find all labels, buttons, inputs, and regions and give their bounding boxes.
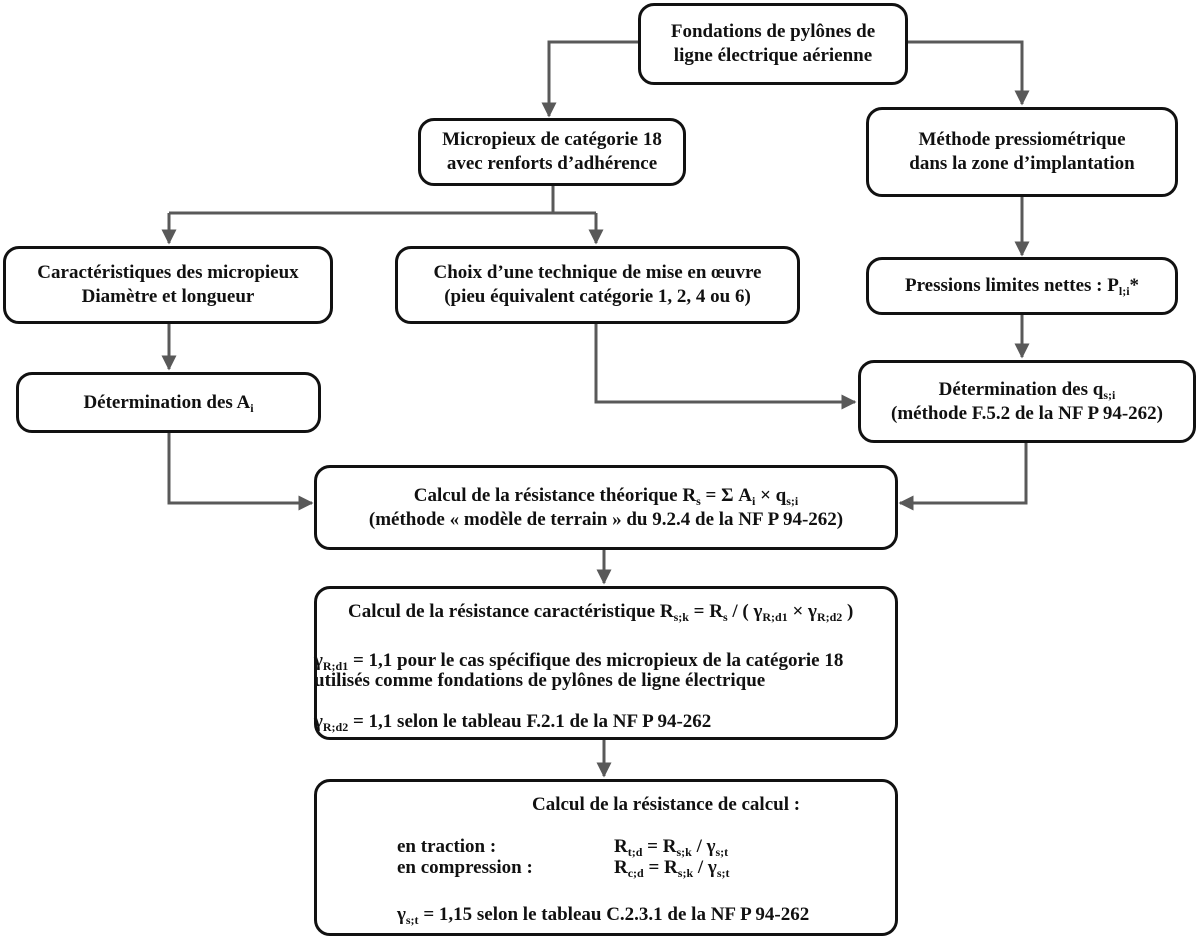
cc-rs-sub: s [722, 610, 728, 624]
ccl-t-div: / γ [691, 836, 716, 857]
node-methode-line-1: Méthode pressiométrique [918, 129, 1126, 150]
ccl-compression-eq: Rc;d = Rs;k / γs;t [614, 856, 729, 880]
node-methode: Méthode pressiométrique dans la zone d’i… [866, 107, 1178, 197]
node-calcul-caracteristique: Calcul de la résistance caractéristique … [314, 586, 898, 740]
cc-gamma2-sub: R;d2 [322, 720, 349, 734]
ct-q-sub: s;i [786, 493, 799, 508]
cc-title: Calcul de la résistance caractéristique … [348, 600, 853, 624]
node-pressions-line: Pressions limites nettes : Pl;i* [905, 274, 1139, 298]
node-calcul-theorique: Calcul de la résistance théorique Rs = Σ… [314, 465, 898, 550]
ccl-c-rsk-sub: s;k [677, 866, 694, 880]
ct-times: × q [755, 484, 787, 506]
node-calcul-theorique-line-1: Calcul de la résistance théorique Rs = Σ… [414, 484, 798, 508]
node-micropieux-line-2: avec renforts d’adhérence [446, 153, 658, 174]
arrow-root-to-methode [906, 40, 1030, 106]
determination-a-text: Détermination des A [83, 391, 251, 413]
cc-div: / ( γ [727, 601, 763, 622]
node-caracteristiques: Caractéristiques des micropieux Diamètre… [3, 246, 333, 324]
node-choix-line-1: Choix d’une technique de mise en œuvre [433, 262, 762, 283]
pressions-suffix: * [1129, 275, 1140, 296]
determination-a-sub: i [250, 400, 254, 415]
node-determination-q-line-2: (méthode F.5.2 de la NF P 94-262) [891, 402, 1163, 424]
ccl-t-r: R [614, 836, 628, 857]
node-methode-line-2: dans la zone d’implantation [909, 153, 1135, 174]
cc-gamma1-sym: γ [314, 650, 323, 671]
node-determination-q: Détermination des qs;i (méthode F.5.2 de… [858, 360, 1196, 443]
determination-q-text: Détermination des q [938, 378, 1104, 400]
ccl-c-div: / γ [693, 857, 717, 878]
cc-times: × γ [787, 601, 817, 622]
node-micropieux: Micropieux de catégorie 18 avec renforts… [418, 118, 686, 186]
cc-gamma1-text: = 1,1 pour le cas spécifique des micropi… [348, 650, 844, 671]
determination-q-sub: s;i [1103, 387, 1116, 402]
cc-gamma1: γR;d1 = 1,1 pour le cas spécifique des m… [314, 649, 843, 673]
ct-a-sub: i [751, 493, 756, 508]
node-root-line-2: ligne électrique aérienne [673, 45, 873, 66]
arrow-choix-to-determination-q [594, 324, 857, 410]
ccl-c-eq: = R [643, 857, 678, 878]
cc-g1-sub: R;d1 [762, 610, 788, 624]
ccl-compression-label: en compression : [397, 857, 533, 878]
ccl-gamma: γs;t = 1,15 selon le tableau C.2.3.1 de … [397, 903, 809, 927]
ccl-t-eq: = R [642, 836, 677, 857]
arrow-root-to-micropieux [541, 40, 640, 118]
node-calcul-theorique-line-2: (méthode « modèle de terrain » du 9.2.4 … [368, 508, 844, 530]
ccl-gamma-sub: s;t [405, 913, 419, 927]
cc-gamma2-text: = 1,1 selon le tableau F.2.1 de la NF P … [348, 711, 712, 732]
ccl-gamma-text: = 1,15 selon le tableau C.2.3.1 de la NF… [418, 904, 810, 925]
arrow-determination-a-to-calcul [167, 433, 314, 511]
node-determination-q-line-1: Détermination des qs;i [939, 378, 1116, 402]
node-determination-a-line: Détermination des Ai [83, 391, 253, 415]
node-pressions: Pressions limites nettes : Pl;i* [866, 257, 1178, 315]
ccl-t-g-sub: s;t [715, 845, 729, 859]
pressions-sub: l;i [1118, 284, 1130, 298]
arrow-to-caracteristiques [169, 211, 596, 243]
node-caracteristiques-line-1: Caractéristiques des micropieux [37, 262, 299, 283]
ccl-t-rsk-sub: s;k [676, 845, 692, 859]
ccl-c-r: R [614, 857, 628, 878]
ccl-c-g-sub: s;t [716, 866, 730, 880]
cc-eq: = R [688, 601, 723, 622]
node-root-line-1: Fondations de pylônes de [670, 21, 876, 42]
ccl-traction-eq: Rt;d = Rs;k / γs;t [614, 835, 728, 859]
cc-gamma1-line2: utilisés comme fondations de pylônes de … [314, 670, 766, 691]
ccl-traction-label: en traction : [397, 836, 497, 857]
ct-pre: Calcul de la résistance théorique R [413, 484, 697, 506]
cc-close: ) [842, 601, 854, 622]
node-root: Fondations de pylônes de ligne électriqu… [638, 3, 908, 85]
node-caracteristiques-line-2: Diamètre et longueur [81, 286, 255, 307]
arrow-determination-q-to-calcul [898, 443, 1028, 511]
node-choix-line-2: (pieu équivalent catégorie 1, 2, 4 ou 6) [444, 286, 751, 307]
cc-gamma2-sym: γ [314, 711, 323, 732]
node-calcul-calcul: Calcul de la résistance de calcul : en t… [314, 779, 898, 936]
ct-eq: = Σ A [700, 484, 752, 506]
cc-pre: Calcul de la résistance caractéristique … [348, 601, 674, 622]
ccl-c-r-sub: c;d [627, 866, 644, 880]
ccl-gamma-sym: γ [397, 904, 406, 925]
node-choix: Choix d’une technique de mise en œuvre (… [395, 246, 800, 324]
cc-g2-sub: R;d2 [816, 610, 843, 624]
cc-gamma1-sub: R;d1 [322, 659, 349, 673]
node-micropieux-line-1: Micropieux de catégorie 18 [442, 129, 662, 150]
ct-rs-sub: s [696, 493, 701, 508]
ccl-t-r-sub: t;d [627, 845, 643, 859]
cc-gamma2: γR;d2 = 1,1 selon le tableau F.2.1 de la… [314, 710, 711, 734]
cc-rsk-sub: s;k [673, 610, 689, 624]
node-determination-a: Détermination des Ai [16, 372, 321, 433]
ccl-title: Calcul de la résistance de calcul : [532, 794, 801, 815]
pressions-text: Pressions limites nettes : P [904, 275, 1119, 296]
